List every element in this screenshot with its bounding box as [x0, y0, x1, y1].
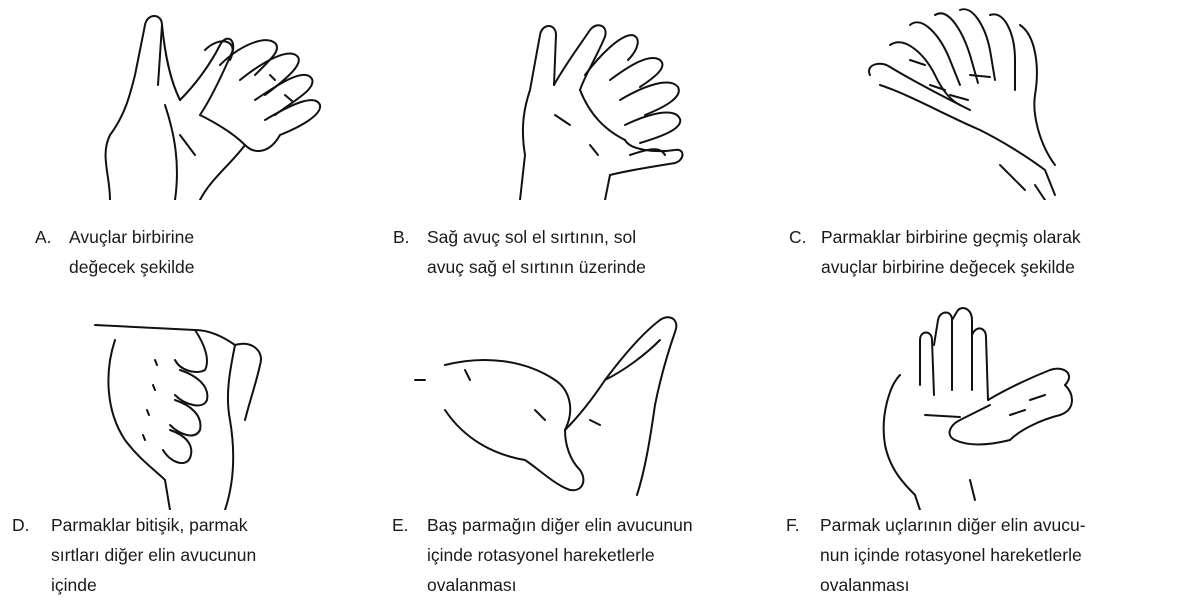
- step-text-line: Sağ avuç sol el sırtının, sol: [427, 222, 646, 252]
- palm-over-back-hands-icon: [480, 5, 700, 200]
- step-text-line: değecek şekilde: [69, 252, 195, 282]
- step-text-line: ovalanması: [820, 570, 1086, 600]
- step-text-line: Parmaklar bitişik, parmak: [51, 510, 256, 540]
- step-text-line: içinde rotasyonel hareketlerle: [427, 540, 693, 570]
- step-text-line: içinde: [51, 570, 256, 600]
- step-text-line: Parmaklar birbirine geçmiş olarak: [821, 222, 1081, 252]
- step-text-line: avuçlar birbirine değecek şekilde: [821, 252, 1081, 282]
- step-letter: F.: [786, 510, 800, 540]
- step-letter: A.: [35, 222, 52, 252]
- interlaced-fingers-hands-icon: [850, 5, 1080, 200]
- step-letter: E.: [392, 510, 409, 540]
- step-text-line: avuç sağ el sırtının üzerinde: [427, 252, 646, 282]
- step-letter: B.: [393, 222, 410, 252]
- thumb-rotation-in-palm-icon: [405, 310, 695, 500]
- step-text-line: Parmak uçlarının diğer elin avucu-: [820, 510, 1086, 540]
- step-letter: D.: [12, 510, 30, 540]
- backs-of-fingers-in-palm-icon: [85, 310, 285, 510]
- palm-to-palm-hands-icon: [70, 5, 340, 200]
- step-text-line: Avuçlar birbirine: [69, 222, 195, 252]
- step-text-line: ovalanması: [427, 570, 693, 600]
- step-text-line: Baş parmağın diğer elin avucunun: [427, 510, 693, 540]
- step-letter: C.: [789, 222, 807, 252]
- step-text-line: nun içinde rotasyonel hareketlerle: [820, 540, 1086, 570]
- step-text-line: sırtları diğer elin avucunun: [51, 540, 256, 570]
- fingertips-rotation-in-palm-icon: [860, 305, 1090, 510]
